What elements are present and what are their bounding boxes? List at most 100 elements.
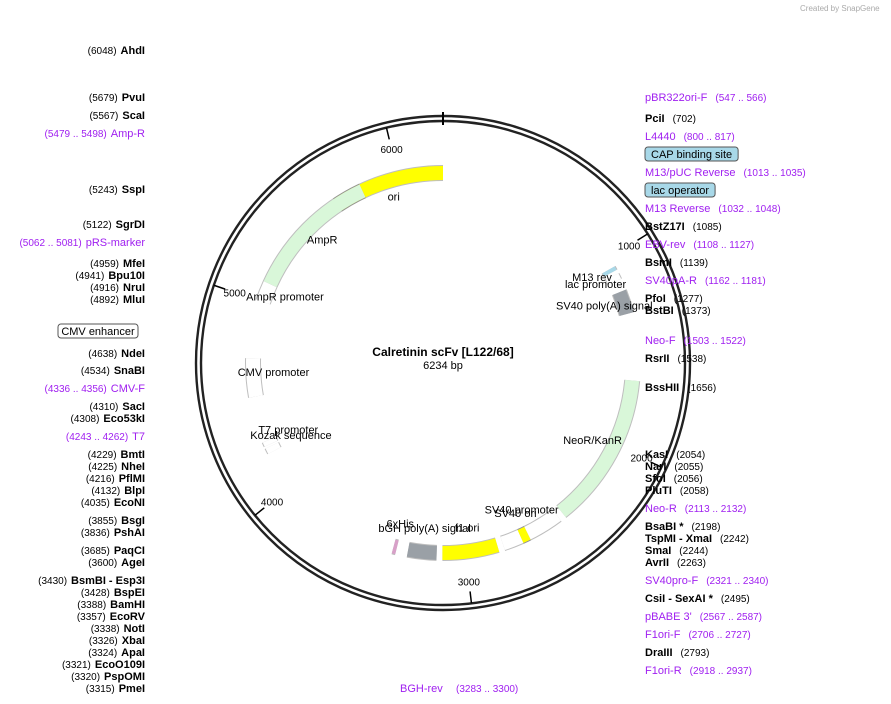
site-label[interactable]: Bpu10I(4941) bbox=[75, 270, 145, 282]
site-label[interactable]: SmaI(2244) bbox=[645, 545, 708, 557]
site-label[interactable]: SspI(5243) bbox=[89, 184, 145, 196]
site-label[interactable]: SgrDI(5122) bbox=[83, 219, 145, 231]
site-label[interactable]: RsrII(1538) bbox=[645, 353, 706, 365]
site-label[interactable]: PaqCI(3685) bbox=[81, 545, 145, 557]
feature-arc[interactable] bbox=[442, 538, 500, 560]
site-label[interactable]: AgeI(3600) bbox=[88, 557, 145, 569]
site-label[interactable]: XbaI(3326) bbox=[89, 635, 145, 647]
feature-arc[interactable] bbox=[517, 526, 531, 543]
site-label[interactable]: NdeI(4638) bbox=[88, 348, 145, 360]
site-label[interactable]: pBR322ori-F(547 .. 566) bbox=[645, 92, 767, 104]
site-label[interactable]: ApaI(3324) bbox=[88, 647, 145, 659]
site-label[interactable]: NruI(4916) bbox=[90, 282, 145, 294]
site-label[interactable]: BamHI(3388) bbox=[77, 599, 145, 611]
site-label[interactable]: DraIII(2793) bbox=[645, 647, 709, 659]
site-label[interactable]: lac operator bbox=[644, 182, 716, 198]
site-label[interactable]: BsaBI *(2198) bbox=[645, 521, 720, 533]
site-label[interactable]: F1ori-F(2706 .. 2727) bbox=[645, 629, 751, 641]
site-label[interactable]: AvrII(2263) bbox=[645, 557, 706, 569]
site-label[interactable]: PspOMI(3320) bbox=[71, 671, 145, 683]
site-position: (4310) bbox=[89, 402, 118, 413]
feature-arc[interactable] bbox=[265, 442, 281, 454]
site-label[interactable]: BmtI(4229) bbox=[88, 449, 145, 461]
site-name: Neo-F bbox=[645, 335, 676, 347]
feature-arc[interactable] bbox=[602, 266, 617, 277]
site-label[interactable]: M13 Reverse(1032 .. 1048) bbox=[645, 203, 781, 215]
site-label[interactable]: NheI(4225) bbox=[88, 461, 145, 473]
site-label[interactable]: BsgI(3855) bbox=[88, 515, 145, 527]
site-position: (1162 .. 1181) bbox=[705, 276, 766, 287]
site-label[interactable]: CsiI - SexAI *(2495) bbox=[645, 593, 750, 605]
site-label[interactable]: pRS-marker(5062 .. 5081) bbox=[19, 237, 145, 249]
feature-arc[interactable] bbox=[605, 273, 622, 285]
site-position: (3388) bbox=[77, 600, 106, 611]
site-label[interactable]: SnaBI(4534) bbox=[81, 365, 145, 377]
feature-name: lac operator bbox=[651, 185, 709, 197]
site-label[interactable]: BsmI(1139) bbox=[645, 257, 708, 269]
site-label[interactable]: ScaI(5567) bbox=[89, 110, 145, 122]
site-label[interactable]: Amp-R(5479 .. 5498) bbox=[45, 128, 146, 140]
feature-name: CAP binding site bbox=[651, 149, 732, 161]
feature-arc[interactable] bbox=[263, 184, 366, 288]
site-label[interactable]: EcoO109I(3321) bbox=[62, 659, 145, 671]
site-label[interactable]: BssHII(1656) bbox=[645, 382, 716, 394]
site-label[interactable]: PshAI(3836) bbox=[81, 527, 145, 539]
site-label[interactable]: PvuI(5679) bbox=[89, 92, 145, 104]
site-label[interactable]: BGH-rev(3283 .. 3300) bbox=[400, 683, 518, 695]
site-label[interactable]: CMV-F(4336 .. 4356) bbox=[45, 383, 146, 395]
site-label[interactable]: MluI(4892) bbox=[90, 294, 145, 306]
site-label[interactable]: M13/pUC Reverse(1013 .. 1035) bbox=[645, 167, 806, 179]
site-label[interactable]: EBV-rev(1108 .. 1127) bbox=[645, 239, 754, 251]
site-label[interactable]: NotI(3338) bbox=[91, 623, 145, 635]
site-label[interactable]: L4440(800 .. 817) bbox=[645, 131, 735, 143]
site-label[interactable]: MfeI(4959) bbox=[90, 258, 145, 270]
site-label[interactable]: Neo-F(1503 .. 1522) bbox=[645, 335, 746, 347]
site-label[interactable]: AhdI(6048) bbox=[88, 45, 145, 57]
feature-arc[interactable] bbox=[612, 289, 634, 316]
site-position: (2263) bbox=[677, 558, 706, 569]
site-label[interactable]: PfoI(1277) bbox=[645, 293, 703, 305]
site-label[interactable]: CMV enhancer bbox=[57, 323, 139, 339]
feature-arc[interactable] bbox=[391, 539, 399, 555]
feature-arc[interactable] bbox=[262, 436, 278, 447]
site-label[interactable]: BlpI(4132) bbox=[91, 485, 145, 497]
site-label[interactable]: SV40pA-R(1162 .. 1181) bbox=[645, 275, 766, 287]
site-name: SV40pro-F bbox=[645, 575, 698, 587]
site-position: (4892) bbox=[90, 295, 119, 306]
site-label[interactable]: SacI(4310) bbox=[89, 401, 145, 413]
site-label[interactable]: F1ori-R(2918 .. 2937) bbox=[645, 665, 752, 677]
feature-label: SV40 poly(A) signal bbox=[556, 300, 653, 312]
site-position: (1373) bbox=[682, 306, 711, 317]
feature-arc[interactable] bbox=[556, 379, 640, 518]
site-label[interactable]: PmeI(3315) bbox=[86, 683, 145, 695]
site-name: TspMI - XmaI bbox=[645, 533, 712, 545]
site-label[interactable]: T7(4243 .. 4262) bbox=[66, 431, 145, 443]
site-name: L4440 bbox=[645, 131, 676, 143]
site-label[interactable]: PluTI(2058) bbox=[645, 485, 709, 497]
site-label[interactable]: BstBI(1373) bbox=[645, 305, 711, 317]
site-label[interactable]: BsmBI - Esp3I(3430) bbox=[38, 575, 145, 587]
site-label[interactable]: CAP binding site bbox=[644, 146, 739, 162]
site-label[interactable]: Eco53kI(4308) bbox=[71, 413, 146, 425]
site-label[interactable]: PciI(702) bbox=[645, 113, 696, 125]
site-label[interactable]: Neo-R(2113 .. 2132) bbox=[645, 503, 746, 515]
site-label[interactable]: EcoNI(4035) bbox=[81, 497, 145, 509]
feature-arc[interactable] bbox=[406, 542, 438, 560]
site-position: (3324) bbox=[88, 648, 117, 659]
feature-arc[interactable] bbox=[246, 358, 263, 398]
feature-arc[interactable] bbox=[500, 509, 561, 551]
site-position: (4916) bbox=[90, 283, 119, 294]
site-label[interactable]: pBABE 3'(2567 .. 2587) bbox=[645, 611, 762, 623]
site-name: EcoO109I bbox=[95, 659, 145, 671]
site-label[interactable]: SfoI(2056) bbox=[645, 473, 703, 485]
feature-arc[interactable] bbox=[256, 281, 277, 305]
site-label[interactable]: KasI(2054) bbox=[645, 449, 705, 461]
site-label[interactable]: EcoRV(3357) bbox=[77, 611, 146, 623]
site-label[interactable]: TspMI - XmaI(2242) bbox=[645, 533, 749, 545]
site-label[interactable]: BspEI(3428) bbox=[81, 587, 145, 599]
site-label[interactable]: NarI(2055) bbox=[645, 461, 703, 473]
site-label[interactable]: SV40pro-F(2321 .. 2340) bbox=[645, 575, 768, 587]
site-label[interactable]: BstZ17I(1085) bbox=[645, 221, 722, 233]
site-labels[interactable]: AhdI(6048) PvuI(5679) ScaI(5567) Amp-R(5… bbox=[19, 45, 805, 695]
site-label[interactable]: PflMI(4216) bbox=[86, 473, 145, 485]
